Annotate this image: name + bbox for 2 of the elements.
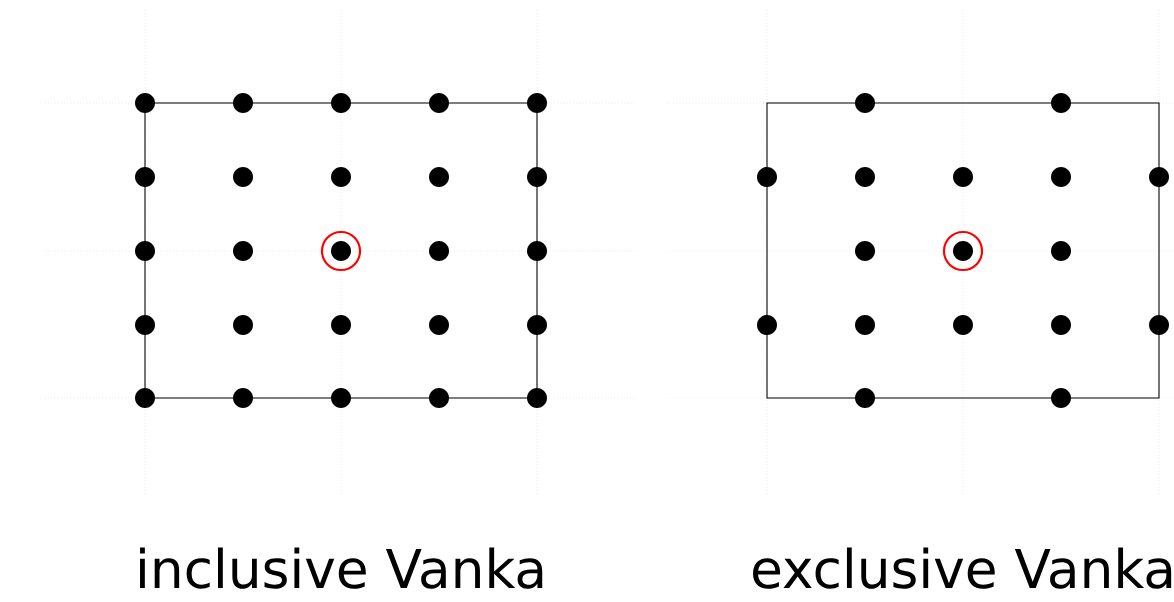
panel-caption: exclusive Vanka bbox=[753, 547, 1172, 589]
panel-caption: inclusive Vanka bbox=[140, 547, 543, 589]
